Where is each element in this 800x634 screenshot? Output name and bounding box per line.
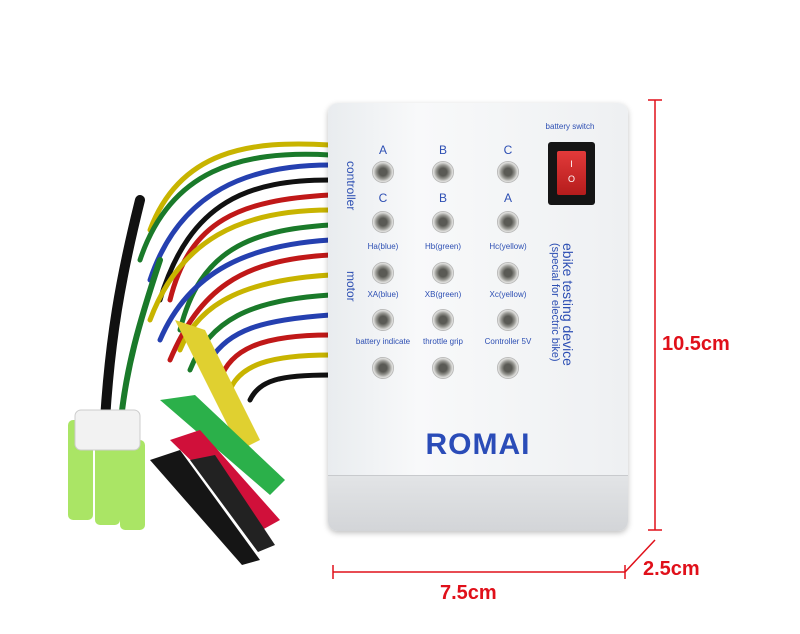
- off-symbol: O: [567, 174, 575, 184]
- test-socket[interactable]: [497, 357, 519, 379]
- alligator-clips: [150, 320, 285, 565]
- row4-label: XB(green): [424, 290, 462, 299]
- row3-label: Hc(yellow): [489, 242, 527, 251]
- on-symbol: I: [570, 159, 573, 169]
- row3-label: Ha(blue): [367, 242, 399, 251]
- test-socket[interactable]: [372, 262, 394, 284]
- row5-label: throttle grip: [422, 337, 464, 346]
- row1-label: B: [438, 143, 448, 157]
- row5-label: battery indicate: [355, 337, 411, 346]
- height-dimension: 10.5cm: [662, 333, 730, 355]
- test-socket[interactable]: [372, 161, 394, 183]
- battery-switch-label: battery switch: [545, 122, 595, 131]
- row1-label: A: [378, 143, 388, 157]
- row4-label: XA(blue): [367, 290, 399, 299]
- controller-label: controller: [344, 161, 358, 211]
- row3-label: Hb(green): [424, 242, 462, 251]
- row2-label: B: [438, 191, 448, 205]
- row2-label: A: [503, 191, 513, 205]
- brand-logo: ROMAI: [425, 428, 531, 461]
- row1-label: C: [503, 143, 513, 157]
- test-socket[interactable]: [497, 262, 519, 284]
- dimension-lines: [332, 99, 662, 579]
- device-base: [328, 475, 628, 531]
- test-socket[interactable]: [432, 211, 454, 233]
- test-socket[interactable]: [432, 357, 454, 379]
- test-socket[interactable]: [432, 262, 454, 284]
- row2-label: C: [378, 191, 388, 205]
- test-socket[interactable]: [372, 357, 394, 379]
- test-socket[interactable]: [497, 309, 519, 331]
- device-title: ebike testing device: [560, 243, 576, 366]
- device-subtitle: (special for electric bike): [549, 243, 561, 362]
- depth-dimension: 2.5cm: [643, 558, 700, 580]
- motor-label: motor: [344, 271, 358, 302]
- test-socket[interactable]: [372, 211, 394, 233]
- width-dimension: 7.5cm: [440, 582, 497, 604]
- row4-label: Xc(yellow): [489, 290, 527, 299]
- test-socket[interactable]: [372, 309, 394, 331]
- test-socket[interactable]: [497, 211, 519, 233]
- test-socket[interactable]: [497, 161, 519, 183]
- row5-label: Controller 5V: [484, 337, 532, 346]
- connectors: [68, 409, 145, 530]
- test-socket[interactable]: [432, 309, 454, 331]
- test-socket[interactable]: [432, 161, 454, 183]
